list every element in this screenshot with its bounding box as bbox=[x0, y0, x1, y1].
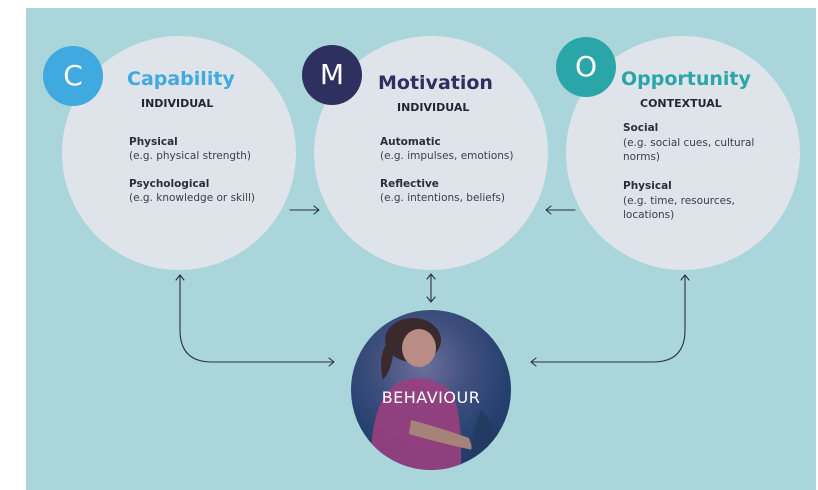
arrow-capability-to-motivation bbox=[289, 205, 320, 215]
capability-title: Capability bbox=[127, 68, 235, 90]
opportunity-item-heading: Social bbox=[623, 122, 659, 134]
opportunity-subtitle: CONTEXTUAL bbox=[640, 97, 722, 110]
arrow-motivation-behaviour bbox=[426, 273, 436, 303]
opportunity-title: Opportunity bbox=[621, 68, 751, 90]
motivation-item-heading: Automatic bbox=[380, 136, 441, 148]
motivation-item-desc: (e.g. intentions, beliefs) bbox=[380, 192, 505, 204]
capability-item-desc: (e.g. knowledge or skill) bbox=[129, 192, 255, 204]
behaviour-photo-circle: BEHAVIOUR bbox=[351, 310, 511, 470]
behaviour-label: BEHAVIOUR bbox=[381, 388, 481, 407]
capability-item-desc: (e.g. physical strength) bbox=[129, 150, 251, 162]
motivation-item-desc: (e.g. impulses, emotions) bbox=[380, 150, 514, 162]
capability-badge: C bbox=[43, 46, 103, 106]
capability-item-heading: Psychological bbox=[129, 178, 210, 190]
motivation-subtitle: INDIVIDUAL bbox=[397, 101, 470, 114]
motivation-title: Motivation bbox=[378, 72, 493, 94]
opportunity-item-heading: Physical bbox=[623, 180, 672, 192]
opportunity-item-desc: (e.g. time, resources, bbox=[623, 195, 735, 207]
motivation-item-heading: Reflective bbox=[380, 178, 439, 190]
opportunity-item-desc: norms) bbox=[623, 151, 661, 163]
arrow-opportunity-behaviour bbox=[530, 274, 690, 367]
child-photo bbox=[370, 318, 511, 470]
opportunity-badge: O bbox=[556, 37, 616, 97]
capability-subtitle: INDIVIDUAL bbox=[141, 97, 214, 110]
arrow-capability-behaviour bbox=[175, 274, 335, 367]
opportunity-item-desc: (e.g. social cues, cultural bbox=[623, 137, 755, 149]
arrow-opportunity-to-motivation bbox=[545, 205, 576, 215]
capability-item-heading: Physical bbox=[129, 136, 178, 148]
motivation-badge: M bbox=[302, 45, 362, 105]
opportunity-item-desc: locations) bbox=[623, 209, 675, 221]
